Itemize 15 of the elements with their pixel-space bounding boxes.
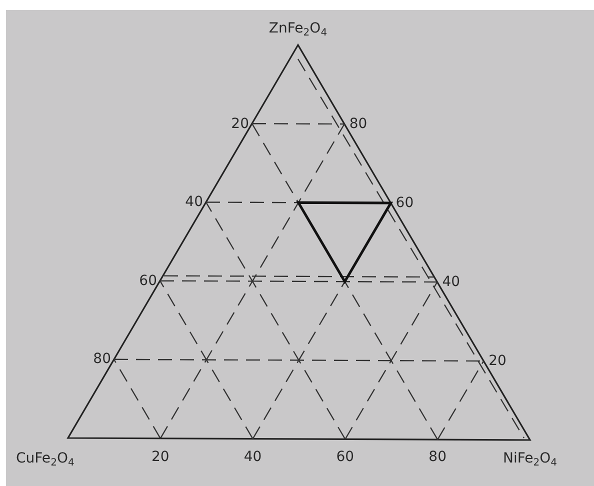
vertex-label: CuFe$_{2}$O$_{4}$ — [16, 452, 74, 468]
axis-tick-label: 80 — [349, 117, 368, 131]
axis-tick-label: 40 — [442, 275, 460, 289]
axis-tick-label: 20 — [488, 354, 506, 368]
axis-tick-label: 40 — [185, 195, 203, 210]
vertex-label: ZnFe$_{2}$O$_{4}$ — [268, 22, 328, 38]
axis-tick-label: 60 — [336, 450, 354, 464]
vertex-label: NiFe$_{2}$O$_{4}$ — [502, 452, 558, 468]
axis-tick-label: 40 — [244, 450, 262, 464]
axis-tick-label: 80 — [93, 352, 111, 366]
axis-tick-label: 60 — [139, 274, 157, 288]
axis-tick-label: 80 — [428, 450, 446, 464]
axis-tick-label: 60 — [396, 196, 414, 210]
axis-tick-label: 20 — [231, 116, 249, 131]
axis-tick-label: 20 — [151, 450, 170, 464]
